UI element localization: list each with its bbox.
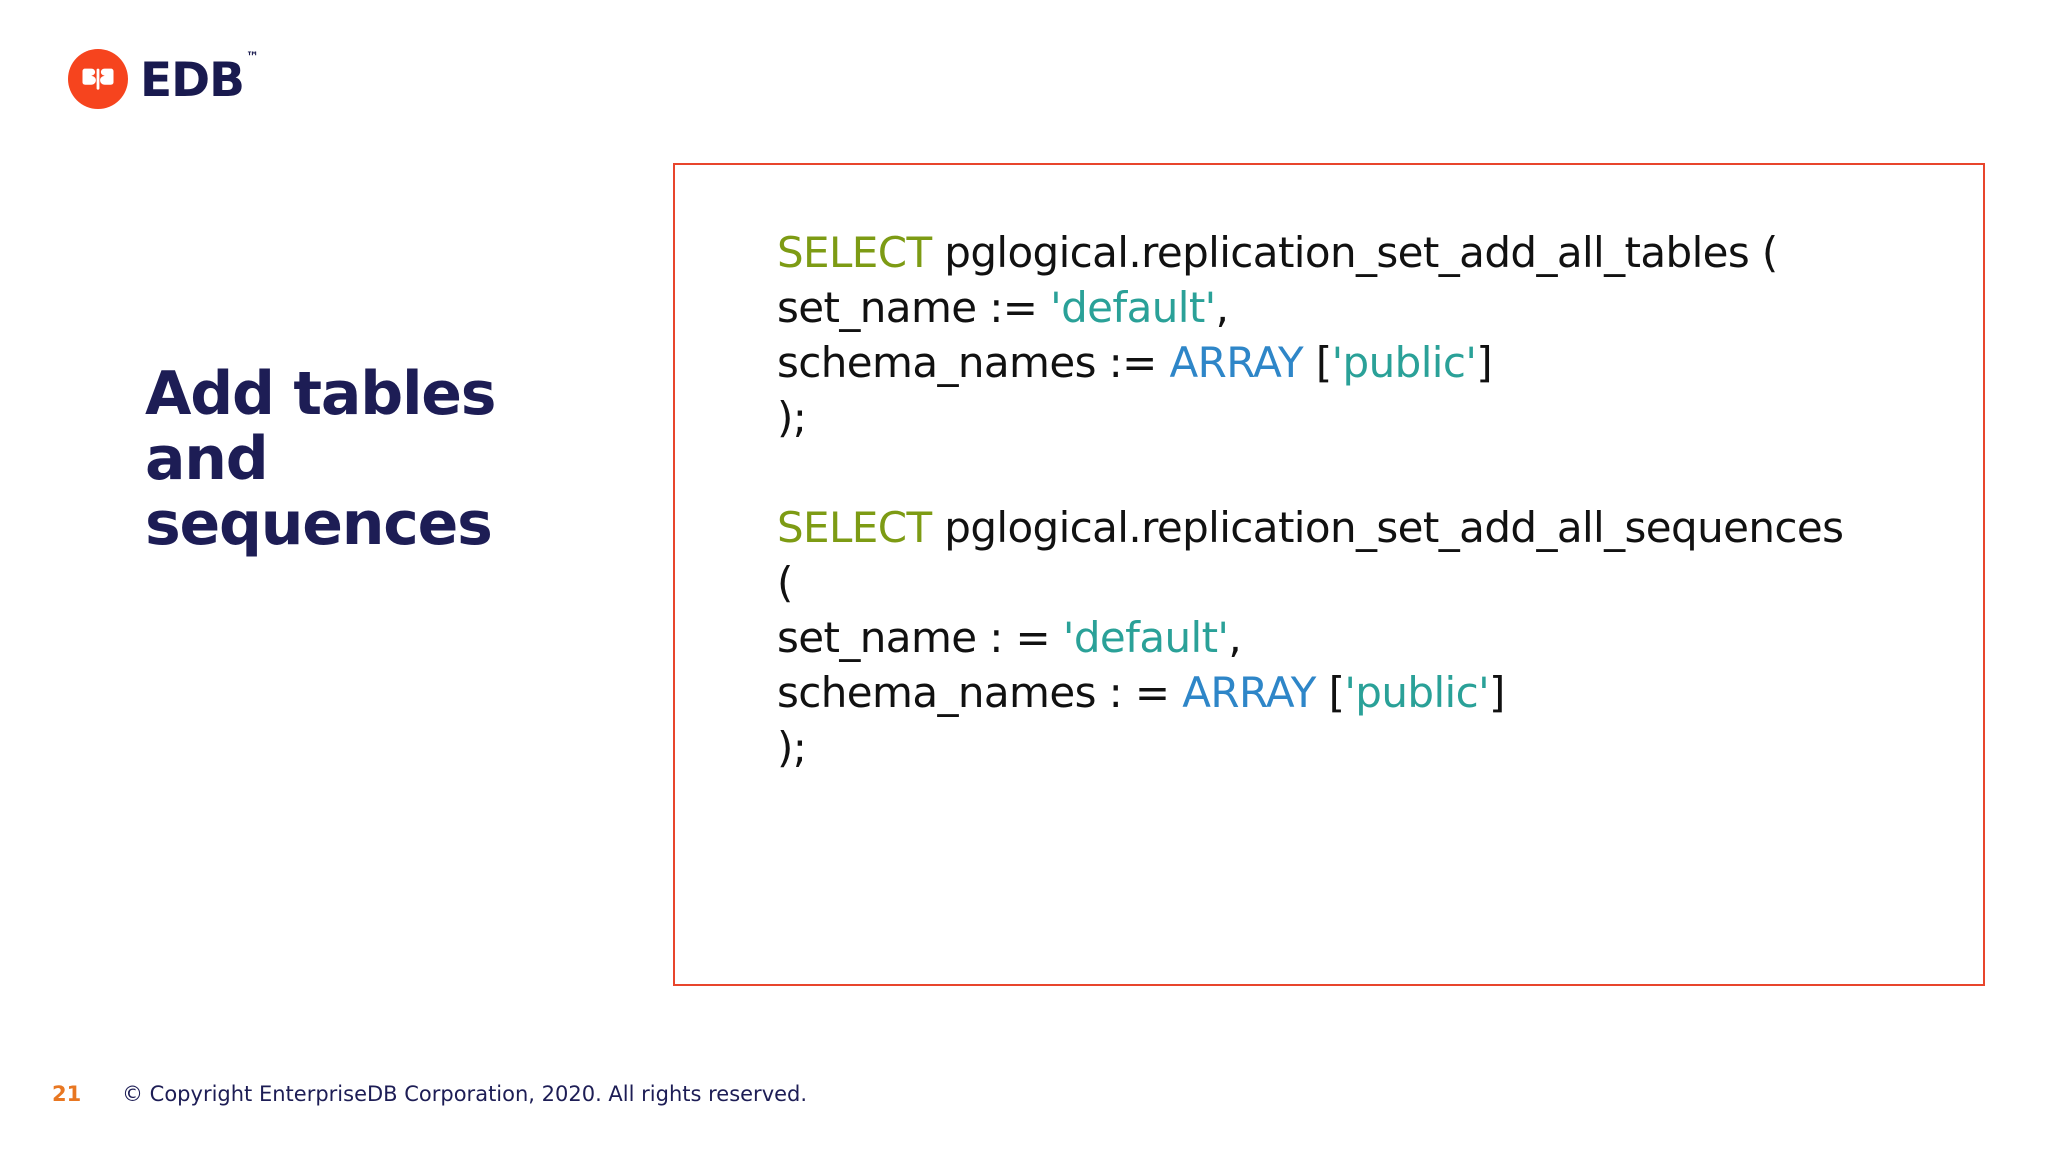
- code-line: [777, 445, 1975, 500]
- code-token-plain: pglogical.replication_set_add_all_sequen…: [931, 503, 1844, 553]
- code-token-plain: );: [777, 393, 807, 443]
- code-token-type: ARRAY: [1169, 338, 1304, 388]
- code-token-string: 'default': [1062, 613, 1229, 663]
- code-token-string: 'default': [1050, 283, 1216, 333]
- edb-logo-wordmark: EDB: [140, 52, 245, 108]
- code-token-plain: ]: [1476, 338, 1493, 388]
- code-line: schema_names := ARRAY ['public']: [777, 335, 1975, 390]
- code-line: );: [777, 720, 1975, 775]
- code-line: );: [777, 390, 1975, 445]
- code-line: (: [777, 555, 1975, 610]
- slide-title: Add tables and sequences: [145, 359, 497, 559]
- code-line: SELECT pglogical.replication_set_add_all…: [777, 225, 1975, 280]
- code-token-keyword: SELECT: [777, 503, 932, 553]
- code-token-string: 'public': [1344, 668, 1490, 718]
- code-token-keyword: SELECT: [777, 228, 932, 277]
- code-token-plain: );: [777, 723, 807, 773]
- code-line: SELECT pglogical.replication_set_add_all…: [777, 500, 1975, 555]
- slide-footer: 21 © Copyright EnterpriseDB Corporation,…: [52, 1082, 807, 1106]
- code-panel: SELECT pglogical.replication_set_add_all…: [673, 163, 1985, 986]
- code-line: schema_names : = ARRAY ['public']: [777, 665, 1975, 720]
- code-token-plain: schema_names : =: [777, 668, 1183, 718]
- code-token-plain: schema_names :=: [777, 338, 1170, 388]
- edb-logo: EDB ™: [68, 48, 259, 110]
- code-token-string: 'public': [1331, 338, 1477, 388]
- code-line: set_name := 'default',: [777, 280, 1975, 335]
- code-line: set_name : = 'default',: [777, 610, 1975, 665]
- code-token-plain: ]: [1489, 668, 1505, 718]
- code-token-plain: ,: [1215, 283, 1229, 333]
- code-token-plain: ,: [1228, 613, 1242, 663]
- code-token-plain: [: [1303, 338, 1332, 388]
- page-number: 21: [52, 1082, 82, 1106]
- copyright-notice: © Copyright EnterpriseDB Corporation, 20…: [122, 1082, 808, 1106]
- code-block: SELECT pglogical.replication_set_add_all…: [777, 225, 1975, 775]
- trademark-symbol: ™: [245, 49, 259, 65]
- code-token-plain: pglogical.replication_set_add_all_tables…: [931, 228, 1778, 277]
- edb-logo-mark-icon: [68, 49, 128, 109]
- code-token-type: ARRAY: [1182, 668, 1316, 718]
- code-token-plain: (: [777, 558, 793, 608]
- code-token-plain: set_name : =: [777, 613, 1063, 663]
- code-token-plain: set_name :=: [777, 283, 1051, 333]
- code-token-plain: [: [1315, 668, 1345, 718]
